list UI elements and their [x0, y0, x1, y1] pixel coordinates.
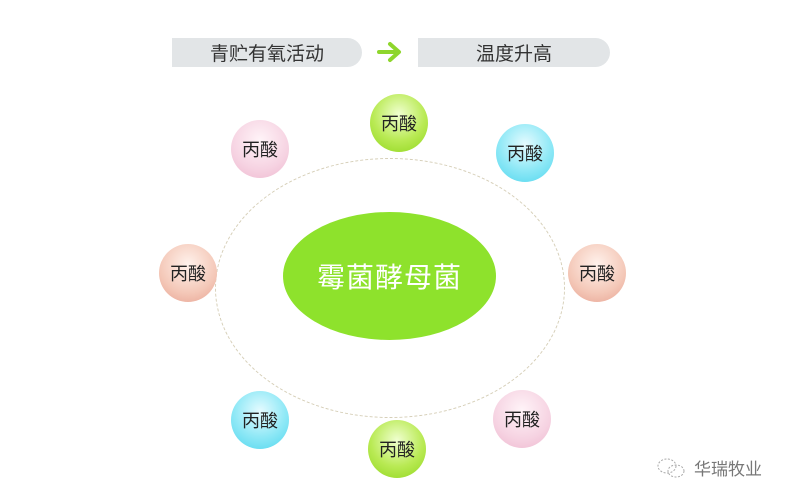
- propionic-bubble-bottom-left: 丙酸: [231, 391, 289, 449]
- step-temperature-rise: 温度升高: [418, 38, 610, 67]
- propionic-bubble-bottom-right: 丙酸: [493, 390, 551, 448]
- propionic-bubble-top: 丙酸: [370, 94, 428, 152]
- propionic-bubble-left: 丙酸: [159, 244, 217, 302]
- propionic-bubble-bottom: 丙酸: [368, 420, 426, 478]
- wechat-icon: [657, 458, 685, 477]
- dashed-boundary: [215, 158, 565, 418]
- watermark: 华瑞牧业: [656, 455, 762, 480]
- propionic-bubble-top-left: 丙酸: [231, 120, 289, 178]
- mold-yeast-core: 霉菌酵母菌: [283, 212, 496, 340]
- propionic-bubble-right: 丙酸: [568, 244, 626, 302]
- watermark-text: 华瑞牧业: [694, 460, 762, 480]
- propionic-bubble-top-right: 丙酸: [496, 124, 554, 182]
- arrow-right-icon: [377, 42, 401, 62]
- step-aerobic-activity: 青贮有氧活动: [172, 38, 362, 67]
